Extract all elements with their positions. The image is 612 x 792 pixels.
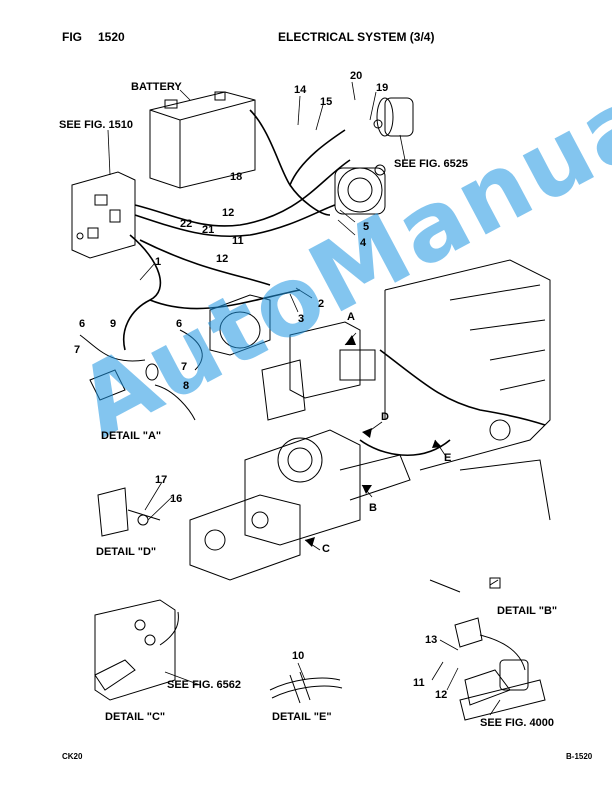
arrow-c-label: C — [322, 543, 330, 555]
callout-13: 13 — [425, 634, 438, 646]
callout-21: 21 — [202, 224, 215, 236]
callout-10: 10 — [292, 650, 305, 662]
detail-b-drawing — [429, 577, 546, 721]
detail-c-label: DETAIL "C" — [105, 711, 166, 723]
fig-label: FIG — [62, 30, 82, 44]
callout-1: 1 — [155, 256, 162, 268]
callout-5: 5 — [363, 221, 370, 233]
callout-4: 4 — [360, 237, 367, 249]
wire-harness-drawing — [123, 109, 546, 457]
callout-6-left: 6 — [79, 318, 86, 330]
detail-e-drawing — [269, 671, 343, 704]
callout-14: 14 — [294, 84, 307, 96]
arrow-a-label: A — [347, 311, 355, 323]
detail-d-drawing — [97, 487, 161, 537]
fig-number: 1520 — [98, 30, 125, 44]
see-fig-4000-label: SEE FIG. 4000 — [480, 717, 554, 729]
callout-16: 16 — [170, 493, 183, 505]
see-fig-6525-label: SEE FIG. 6525 — [394, 158, 468, 170]
engine-block-drawing — [384, 259, 551, 521]
callout-20: 20 — [350, 70, 363, 82]
detail-a-drawing — [79, 334, 196, 421]
detail-d-label: DETAIL "D" — [96, 546, 157, 558]
callout-11-detail-b: 11 — [413, 677, 425, 689]
callout-6-right: 6 — [176, 318, 183, 330]
arrow-d-head — [362, 428, 372, 438]
page-title: ELECTRICAL SYSTEM (3/4) — [278, 30, 435, 44]
see-fig-1510-label: SEE FIG. 1510 — [59, 119, 133, 131]
see-fig-6562-label: SEE FIG. 6562 — [167, 679, 241, 691]
callout-19: 19 — [376, 82, 389, 94]
arrow-d-label: D — [381, 411, 389, 423]
detail-b-label: DETAIL "B" — [497, 605, 558, 617]
callout-7-left: 7 — [74, 344, 81, 356]
callout-9: 9 — [110, 318, 117, 330]
detail-c-drawing — [94, 599, 179, 701]
callout-15: 15 — [320, 96, 333, 108]
starter-motor-drawing — [179, 294, 271, 371]
battery-drawing — [149, 91, 256, 189]
callout-12-top: 12 — [222, 207, 235, 219]
footer-model: CK20 — [62, 752, 83, 761]
alternator-drawing — [334, 164, 386, 215]
arrow-e-head — [432, 440, 442, 448]
callout-7-right: 7 — [181, 361, 188, 373]
callout-2: 2 — [318, 298, 325, 310]
detail-e-label: DETAIL "E" — [272, 711, 332, 723]
relay-panel-drawing — [71, 171, 136, 259]
arrow-b-label: B — [369, 502, 377, 514]
control-module-drawing — [261, 321, 376, 421]
callout-11-top: 11 — [232, 235, 244, 247]
callout-8: 8 — [183, 380, 190, 392]
battery-label: BATTERY — [131, 81, 182, 93]
callout-17: 17 — [155, 474, 168, 486]
footer-page-code: B-1520 — [566, 752, 593, 761]
arrow-e-label: E — [444, 452, 452, 464]
solenoid-drawing — [373, 97, 414, 137]
arrow-b-head — [362, 485, 372, 494]
arrow-c-head — [305, 537, 315, 547]
detail-a-label: DETAIL "A" — [101, 430, 162, 442]
callout-18: 18 — [230, 171, 243, 183]
callout-3: 3 — [298, 313, 305, 325]
callout-12-mid: 12 — [216, 253, 229, 265]
callout-12-detail-b: 12 — [435, 689, 448, 701]
transmission-drawing — [189, 429, 411, 581]
arrow-a-head — [345, 335, 356, 345]
callout-22: 22 — [180, 218, 193, 230]
